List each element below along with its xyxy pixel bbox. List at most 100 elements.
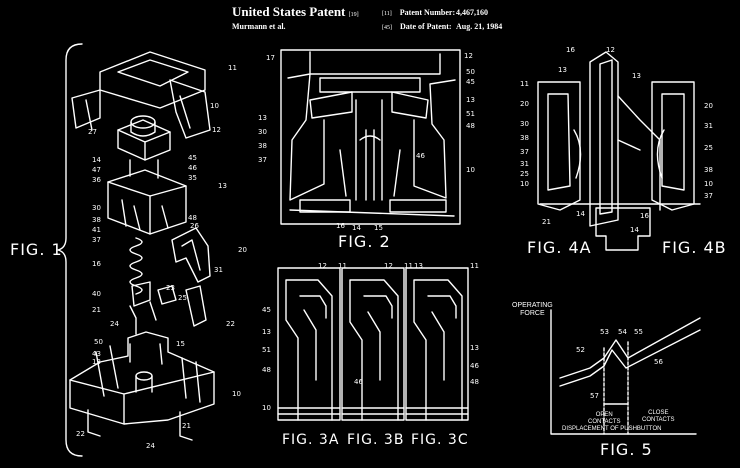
reference-numeral: 20 bbox=[238, 246, 247, 254]
reference-numeral: 13 bbox=[92, 358, 101, 366]
reference-numeral: 50 bbox=[466, 68, 475, 76]
reference-numeral: 38 bbox=[520, 134, 529, 142]
reference-numeral: 30 bbox=[258, 128, 267, 136]
reference-numeral: 40 bbox=[92, 290, 101, 298]
fig4-section bbox=[537, 51, 701, 251]
reference-numeral: 21 bbox=[182, 422, 191, 430]
reference-numeral: 13 bbox=[262, 328, 271, 336]
patent-number-label: Patent Number: bbox=[399, 8, 456, 17]
reference-numeral: 10 bbox=[704, 180, 713, 188]
patent-title-ref: [19] bbox=[348, 12, 359, 18]
patent-number-row: [11] Patent Number: 4,467,160 bbox=[382, 8, 488, 17]
fig1-exploded-view bbox=[69, 51, 215, 441]
reference-numeral: 13 bbox=[470, 344, 479, 352]
reference-numeral: 16 bbox=[566, 46, 575, 54]
reference-numeral: 11 bbox=[228, 64, 237, 72]
reference-numeral: 15 bbox=[176, 340, 185, 348]
fig1-brace bbox=[57, 43, 83, 457]
fig5-close-line1: CLOSE bbox=[648, 410, 669, 416]
reference-numeral: 31 bbox=[704, 122, 713, 130]
reference-numeral: 45 bbox=[466, 78, 475, 86]
reference-numeral: 41 bbox=[92, 226, 101, 234]
reference-numeral: 21 bbox=[92, 306, 101, 314]
patent-title: United States Patent [19] bbox=[232, 4, 359, 20]
reference-numeral: 11 bbox=[338, 262, 347, 270]
reference-numeral: 12 bbox=[464, 52, 473, 60]
reference-numeral: 23 bbox=[166, 284, 175, 292]
fig5-label: FIG. 5 bbox=[600, 440, 653, 459]
reference-numeral: 31 bbox=[214, 266, 223, 274]
reference-numeral: 51 bbox=[262, 346, 271, 354]
reference-numeral: 13 bbox=[258, 114, 267, 122]
reference-numeral: 37 bbox=[520, 148, 529, 156]
reference-numeral: 38 bbox=[258, 142, 267, 150]
reference-numeral: 13 bbox=[558, 66, 567, 74]
reference-numeral: 14 bbox=[352, 224, 361, 232]
reference-numeral: 11 bbox=[470, 262, 479, 270]
reference-numeral: 13 bbox=[218, 182, 227, 190]
reference-numeral: 25 bbox=[520, 170, 529, 178]
reference-numeral: 51 bbox=[466, 110, 475, 118]
reference-numeral: 31 bbox=[520, 160, 529, 168]
fig3c-label: FIG. 3C bbox=[411, 432, 469, 448]
patent-date-label: Date of Patent: bbox=[400, 22, 452, 31]
reference-numeral: 24 bbox=[146, 442, 155, 450]
reference-numeral: 16 bbox=[640, 212, 649, 220]
patent-number-ref: [11] bbox=[382, 11, 392, 17]
inventor-line: Murmann et al. bbox=[232, 22, 286, 31]
reference-numeral: 56 bbox=[654, 358, 663, 366]
reference-numeral: 30 bbox=[92, 204, 101, 212]
reference-numeral: 50 bbox=[94, 338, 103, 346]
reference-numeral: 48 bbox=[262, 366, 271, 374]
reference-numeral: 55 bbox=[634, 328, 643, 336]
patent-number-value: 4,467,160 bbox=[456, 8, 488, 17]
reference-numeral: 53 bbox=[600, 328, 609, 336]
reference-numeral: 37 bbox=[704, 192, 713, 200]
fig5-open-line1: OPEN bbox=[595, 412, 613, 418]
reference-numeral: 57 bbox=[590, 392, 599, 400]
reference-numeral: 12 bbox=[212, 126, 221, 134]
reference-numeral: 21 bbox=[542, 218, 551, 226]
reference-numeral: 48 bbox=[466, 122, 475, 130]
fig3c-section bbox=[405, 267, 469, 421]
reference-numeral: 14 bbox=[92, 156, 101, 164]
reference-numeral: 14 bbox=[630, 226, 639, 234]
reference-numeral: 22 bbox=[226, 320, 235, 328]
fig3a-label: FIG. 3A bbox=[282, 432, 340, 448]
reference-numeral: 13 bbox=[414, 262, 423, 270]
fig5-xlabel: DISPLACEMENT OF PUSHBUTTON bbox=[562, 426, 662, 432]
reference-numeral: 12 bbox=[318, 262, 327, 270]
reference-numeral: 46 bbox=[416, 152, 425, 160]
fig4b-label: FIG. 4B bbox=[662, 238, 727, 257]
reference-numeral: 15 bbox=[374, 224, 383, 232]
patent-title-text: United States Patent bbox=[232, 4, 346, 19]
reference-numeral: 43 bbox=[92, 350, 101, 358]
reference-numeral: 11 bbox=[404, 262, 413, 270]
reference-numeral: 10 bbox=[210, 102, 219, 110]
reference-numeral: 10 bbox=[232, 390, 241, 398]
reference-numeral: 54 bbox=[618, 328, 627, 336]
fig3b-label: FIG. 3B bbox=[347, 432, 405, 448]
reference-numeral: 30 bbox=[520, 120, 529, 128]
fig5-ylabel-line1: OPERATING bbox=[512, 302, 553, 309]
reference-numeral: 20 bbox=[520, 100, 529, 108]
reference-numeral: 13 bbox=[632, 72, 641, 80]
reference-numeral: 16 bbox=[92, 260, 101, 268]
reference-numeral: 26 bbox=[190, 222, 199, 230]
reference-numeral: 45 bbox=[262, 306, 271, 314]
reference-numeral: 14 bbox=[576, 210, 585, 218]
reference-numeral: 25 bbox=[178, 294, 187, 302]
reference-numeral: 37 bbox=[258, 156, 267, 164]
patent-date-value: Aug. 21, 1984 bbox=[456, 22, 503, 31]
fig4a-label: FIG. 4A bbox=[527, 238, 592, 257]
fig1-label: FIG. 1 bbox=[10, 240, 63, 259]
fig5-open-line2: CONTACTS bbox=[588, 419, 621, 425]
fig5-open-contacts: OPEN CONTACTS bbox=[588, 412, 621, 426]
reference-numeral: 10 bbox=[520, 180, 529, 188]
reference-numeral: 25 bbox=[704, 144, 713, 152]
fig3a-section bbox=[277, 267, 341, 421]
reference-numeral: 48 bbox=[188, 214, 197, 222]
fig2-label: FIG. 2 bbox=[338, 232, 391, 251]
